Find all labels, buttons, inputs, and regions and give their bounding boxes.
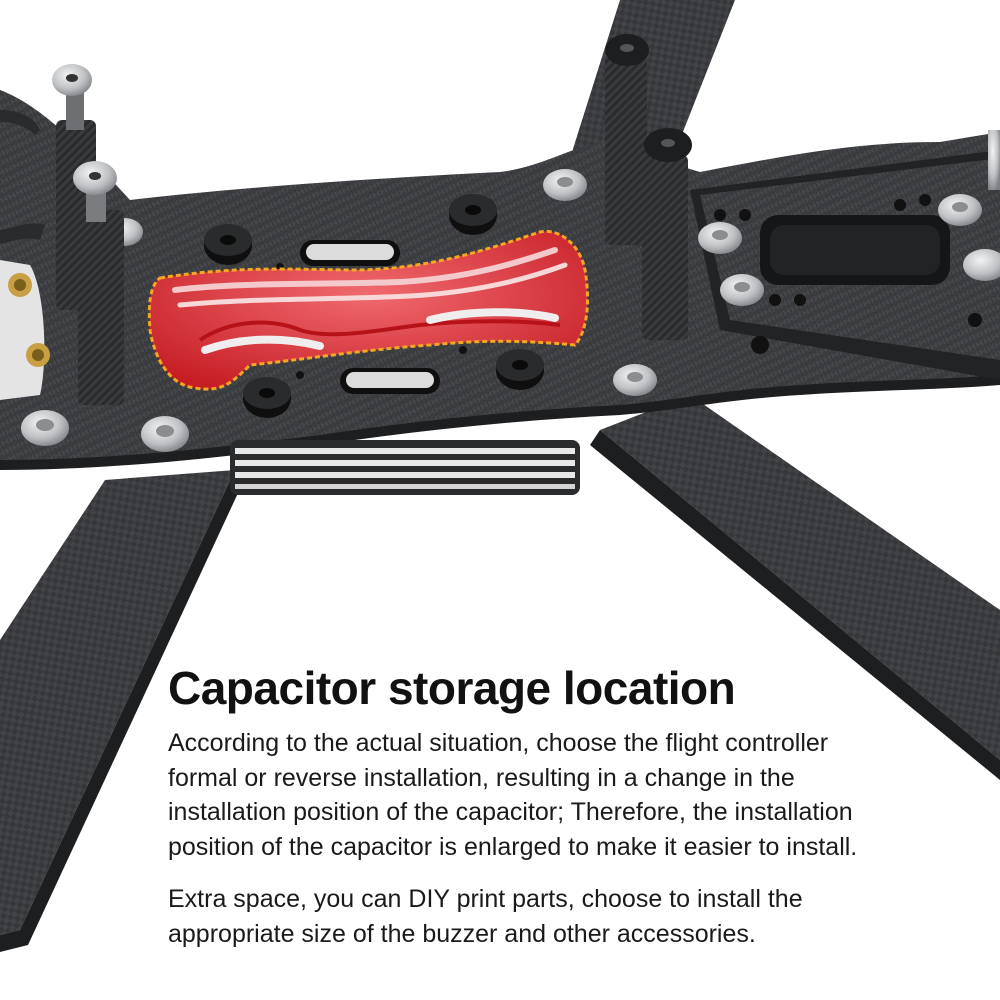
silver-washers — [21, 169, 1000, 452]
rubber-grommets — [204, 194, 544, 418]
camera-mount — [0, 110, 50, 400]
rear-frame-section — [690, 150, 1000, 380]
edge-bolt — [988, 130, 1000, 190]
plate-stack — [230, 440, 580, 495]
headline: Capacitor storage location — [168, 662, 736, 714]
description-paragraph-1: According to the actual situation, choos… — [168, 729, 858, 861]
description-paragraph-2: Extra space, you can DIY print parts, ch… — [168, 885, 803, 948]
frame-arms — [0, 0, 1000, 952]
standoffs — [52, 34, 692, 405]
capacitor-cutout-highlight — [147, 229, 590, 391]
text-block: Capacitor storage location According to … — [168, 660, 968, 951]
